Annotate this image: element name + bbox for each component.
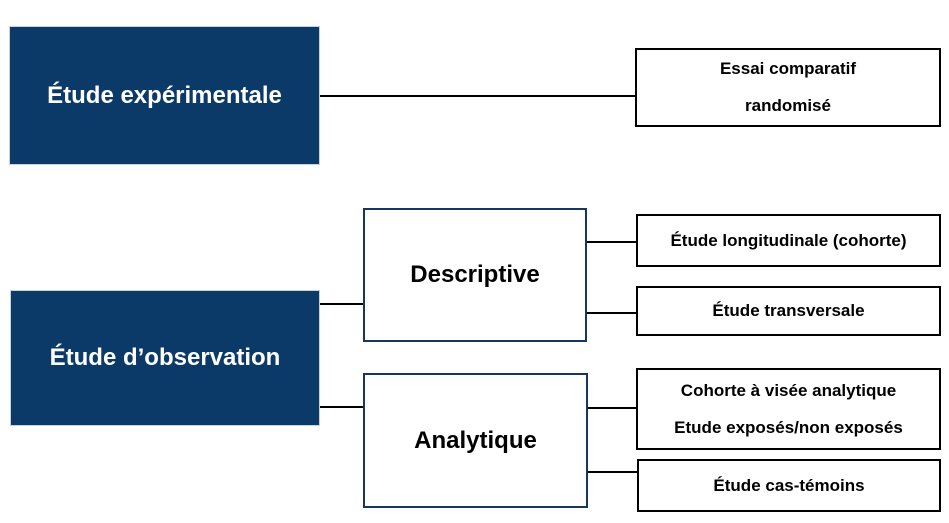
node-label-line1: Essai comparatif: [719, 59, 857, 78]
node-etude-longitudinale-cohorte: Étude longitudinale (cohorte): [636, 214, 941, 267]
node-descriptive: Descriptive: [363, 208, 587, 342]
node-label: Étude transversale: [712, 301, 865, 320]
connector-descriptive-transversale: [587, 312, 636, 314]
node-label-line1: Cohorte à visée analytique: [680, 380, 897, 400]
node-etude-transversale: Étude transversale: [636, 286, 941, 336]
connector-analytique-cas-temoins: [587, 471, 637, 473]
node-label: Étude d’observation: [49, 344, 281, 371]
node-label: Étude longitudinale (cohorte): [670, 230, 907, 250]
node-label-line2: Etude exposés/non exposés: [674, 417, 903, 437]
node-label: Étude cas-témoins: [713, 475, 865, 495]
node-label: Étude expérimentale: [47, 81, 282, 109]
node-label: Descriptive: [410, 261, 540, 288]
node-etude-cas-temoins: Étude cas-témoins: [637, 459, 941, 512]
connector-analytique-cohorte: [587, 407, 636, 409]
node-etude-observation: Étude d’observation: [10, 290, 320, 426]
connector-experimental-essai: [320, 95, 635, 97]
node-essai-comparatif-randomise: Essai comparatif randomisé: [635, 48, 941, 127]
connector-observation-descriptive: [320, 303, 363, 305]
connector-observation-analytique: [320, 406, 363, 408]
node-analytique: Analytique: [363, 373, 588, 508]
node-label-line2: randomisé: [745, 96, 831, 115]
node-etude-experimentale: Étude expérimentale: [9, 26, 320, 165]
connector-descriptive-longitudinale: [587, 241, 636, 243]
node-label: Analytique: [414, 426, 537, 454]
node-cohorte-visee-analytique: Cohorte à visée analytique Etude exposés…: [636, 368, 941, 450]
